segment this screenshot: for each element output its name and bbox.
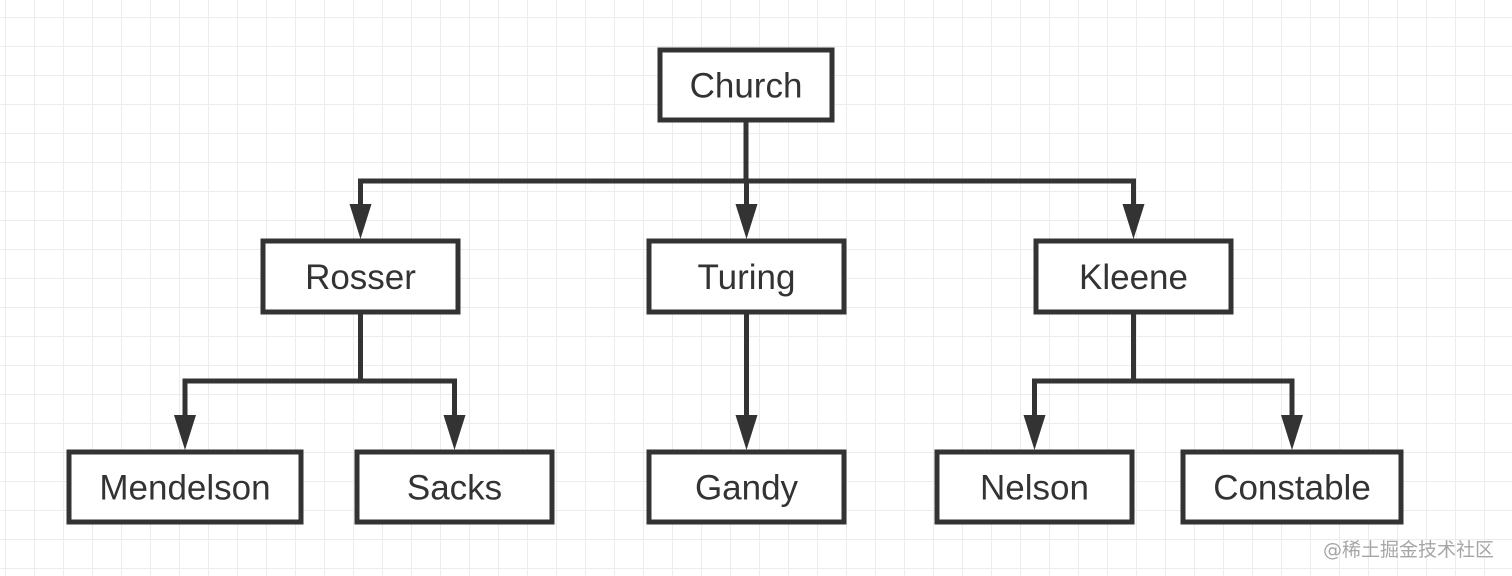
node-sacks: Sacks bbox=[354, 449, 555, 525]
node-nelson: Nelson bbox=[934, 449, 1135, 525]
node-constable: Constable bbox=[1180, 449, 1404, 525]
node-label-rosser: Rosser bbox=[305, 258, 416, 297]
node-turing: Turing bbox=[646, 238, 847, 315]
connector-kleene bbox=[1023, 312, 1303, 450]
connector-rosser bbox=[174, 312, 466, 450]
arrowhead-turing bbox=[735, 204, 758, 239]
node-label-constable: Constable bbox=[1213, 469, 1371, 508]
node-label-gandy: Gandy bbox=[695, 469, 799, 508]
node-church: Church bbox=[657, 47, 835, 123]
node-box-turing bbox=[646, 238, 847, 315]
node-label-nelson: Nelson bbox=[980, 469, 1089, 508]
node-label-mendelson: Mendelson bbox=[99, 469, 270, 508]
node-box-gandy bbox=[646, 449, 847, 525]
arrowhead-rosser bbox=[349, 204, 372, 239]
arrowhead-gandy bbox=[735, 415, 758, 450]
node-mendelson: Mendelson bbox=[66, 449, 304, 525]
watermark: @稀土掘金技术社区 bbox=[1322, 539, 1494, 561]
node-box-rosser bbox=[260, 238, 461, 315]
node-box-constable bbox=[1180, 449, 1404, 525]
arrowhead-constable bbox=[1281, 415, 1303, 450]
node-box-church bbox=[657, 47, 835, 123]
node-label-sacks: Sacks bbox=[407, 469, 502, 508]
connector-church bbox=[349, 120, 1145, 239]
node-box-kleene bbox=[1033, 238, 1234, 315]
arrowhead-mendelson bbox=[174, 415, 196, 450]
node-label-kleene: Kleene bbox=[1079, 258, 1188, 297]
node-rosser: Rosser bbox=[260, 238, 461, 315]
node-label-turing: Turing bbox=[698, 258, 796, 297]
node-box-sacks bbox=[354, 449, 555, 525]
node-box-nelson bbox=[934, 449, 1135, 525]
node-label-church: Church bbox=[690, 67, 803, 106]
connector-turing bbox=[735, 312, 758, 450]
node-gandy: Gandy bbox=[646, 449, 847, 525]
arrowhead-kleene bbox=[1122, 204, 1145, 239]
node-kleene: Kleene bbox=[1033, 238, 1234, 315]
edges-layer bbox=[174, 120, 1303, 450]
arrowhead-nelson bbox=[1023, 415, 1046, 450]
arrowhead-sacks bbox=[443, 415, 466, 450]
node-box-mendelson bbox=[66, 449, 304, 525]
